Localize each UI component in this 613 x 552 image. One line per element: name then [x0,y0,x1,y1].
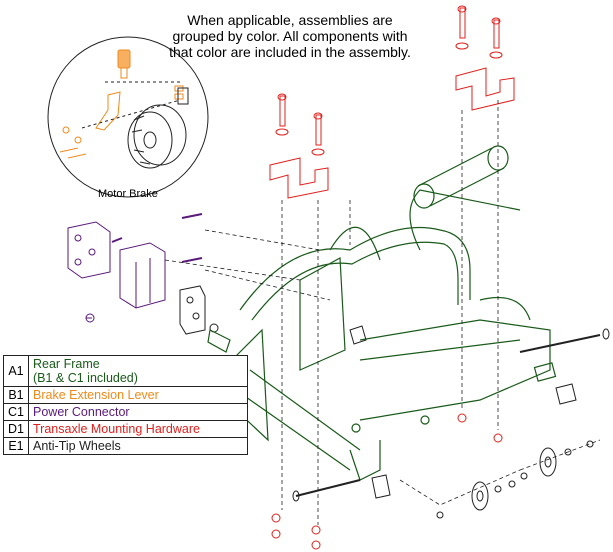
legend-code: E1 [3,437,29,455]
inset-caption: Motor Brake [98,188,158,200]
legend-label: Transaxle Mounting Hardware [28,420,248,438]
power-connector-part [67,213,203,323]
mounting-clips [179,285,219,335]
axle-tube [413,145,509,209]
legend-code: D1 [3,420,29,438]
assembly-guide-lines [164,100,601,525]
transaxle-hardware-part [269,5,515,550]
legend-code: C1 [3,403,29,421]
legend-code: B1 [3,386,29,404]
motor-brake-inset [47,36,209,198]
legend-label: Power Connector [28,403,248,421]
brake-drum [127,87,189,169]
assembly-color-note: When applicable, assemblies are grouped … [169,12,411,60]
legend-label: Brake Extension Lever [28,386,248,404]
legend-label: Rear Frame (B1 & C1 included) [28,355,248,387]
legend-label: Anti-Tip Wheels [28,437,248,455]
rear-frame-part [207,189,557,481]
legend-code: A1 [3,355,29,387]
anti-tip-wheels-part [292,325,610,519]
